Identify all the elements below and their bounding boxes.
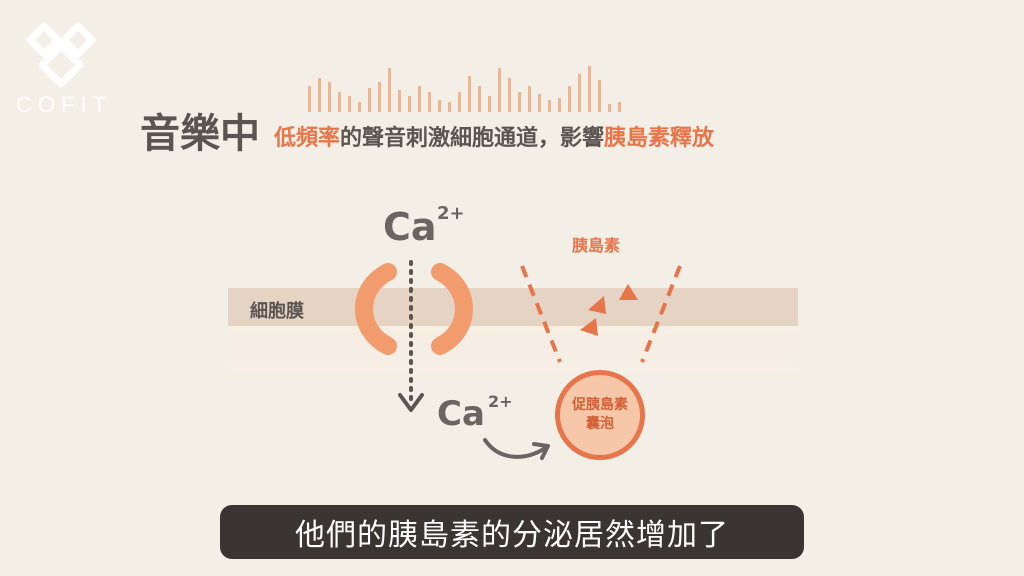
calcium-charge-bottom: 2+ [488,392,513,411]
sound-wave-bar [608,104,611,112]
vesicle-label-line1: 促胰島素 [572,397,628,413]
curved-arrowhead [532,442,550,460]
vesicle-label-line2: 囊泡 [586,416,614,432]
highlight-insulin-release: 胰島素釋放 [604,126,715,151]
release-line-right [640,265,682,363]
highlight-low-frequency: 低頻率 [274,126,341,151]
title-row: 音樂中 低頻率的聲音刺激細胞通道，影響胰島素釋放 [140,112,714,156]
sound-wave-bar [408,96,411,112]
sound-wave-bar [598,80,601,112]
insulin-particle [588,296,606,314]
calcium-label-top: Ca [383,205,437,249]
sound-wave-bar [468,76,471,112]
insulin-label: 胰島素 [572,236,621,255]
sound-wave-bar [318,78,321,112]
sound-wave-bar [538,94,541,112]
sound-wave-bar [398,90,401,112]
sound-wave-bar [428,92,431,112]
sound-wave-bar [438,100,441,112]
curved-arrow [483,438,547,459]
sound-wave-bar [458,92,461,112]
insulin-particle [580,318,598,336]
ion-channel-left [355,263,397,355]
sound-wave-bar [448,102,451,112]
calcium-charge-top: 2+ [437,203,465,224]
sound-wave-bar [308,86,311,112]
sound-wave-bar [368,88,371,112]
brand-name: COFIT [16,92,112,117]
subtitle-text: 他們的胰島素的分泌居然增加了 [295,518,729,553]
sound-wave-bar [568,86,571,112]
sound-wave-bar [518,92,521,112]
sound-wave-bar [498,68,501,112]
sound-wave-bar [358,102,361,112]
subtitle-middle-text: 的聲音刺激細胞通道，影響 [340,126,605,151]
sound-wave-bar [478,86,481,112]
page-title: 音樂中 [140,111,260,157]
sound-wave-bar [578,74,581,112]
sound-wave-bar [488,96,491,112]
sound-wave-bar [418,86,421,112]
subtitle-caption: 他們的胰島素的分泌居然增加了 [220,505,804,559]
sound-wave-bar [348,96,351,112]
sound-wave-bar [588,66,591,112]
sound-wave-bar [558,98,561,112]
membrane-label: 細胞膜 [250,301,304,322]
sound-wave-bar [618,102,621,112]
sound-wave-bar [388,68,391,112]
insulin-vesicle: 促胰島素 囊泡 [555,370,645,460]
sound-wave-bar [328,82,331,112]
calcium-arrowhead [398,393,424,412]
sound-wave-bar [378,82,381,112]
cofit-logo-icon [26,22,96,88]
ion-channel-right [431,263,473,355]
insulin-particle [619,284,638,300]
sound-wave-bar [508,78,511,112]
membrane-shadow [228,326,798,384]
sound-wave-bar [548,100,551,112]
release-line-left [520,265,562,363]
sound-wave-bar [528,86,531,112]
sound-wave-icon [308,66,621,112]
cell-membrane [228,288,798,326]
title-subtitle: 低頻率的聲音刺激細胞通道，影響胰島素釋放 [274,122,714,156]
calcium-label-bottom: Ca [437,394,485,434]
sound-wave-bar [338,92,341,112]
